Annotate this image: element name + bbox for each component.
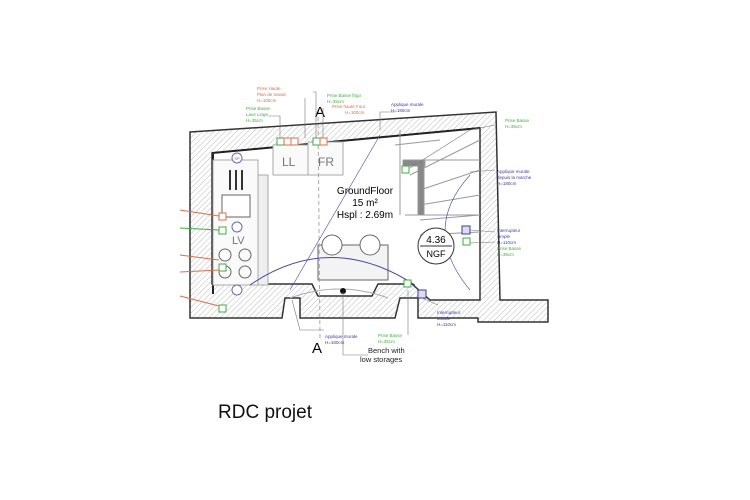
- dishwasher-label: LV: [232, 235, 245, 247]
- room-height: Hspl : 2.69m: [337, 210, 393, 221]
- staircase: [394, 130, 481, 236]
- fridge-label: FR: [318, 155, 334, 169]
- section-marker-top: A: [315, 104, 325, 121]
- drawing-caption: RDC projet: [218, 402, 312, 423]
- dining-table: [317, 234, 389, 281]
- level-unit: NGF: [427, 249, 447, 259]
- section-marker-bottom: A: [312, 340, 322, 357]
- laundry-label: LL: [282, 155, 296, 169]
- sp-label: SP: [234, 156, 240, 161]
- room-area: 15 m²: [352, 198, 378, 209]
- level-value: 4.36: [426, 235, 446, 246]
- room-name: GroundFloor: [337, 186, 394, 197]
